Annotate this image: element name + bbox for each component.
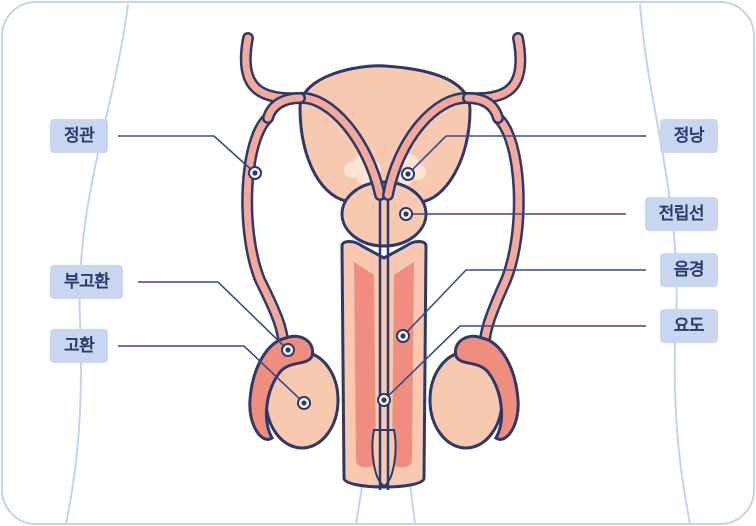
label-seminal-vesicle: 정낭 <box>660 119 718 153</box>
dot-testis <box>298 397 310 409</box>
label-vas-deferens: 정관 <box>50 119 108 153</box>
dot-seminal-vesicle <box>402 168 414 180</box>
label-urethra: 요도 <box>660 309 718 343</box>
dot-urethra <box>378 394 390 406</box>
dot-prostate <box>400 208 412 220</box>
label-epididymis: 부고환 <box>50 265 123 299</box>
label-testis: 고환 <box>50 329 108 363</box>
label-prostate: 전립선 <box>645 197 718 231</box>
label-penis: 음경 <box>660 253 718 287</box>
dot-epididymis <box>282 344 294 356</box>
dot-vas-deferens <box>249 167 261 179</box>
dot-penis <box>397 330 409 342</box>
